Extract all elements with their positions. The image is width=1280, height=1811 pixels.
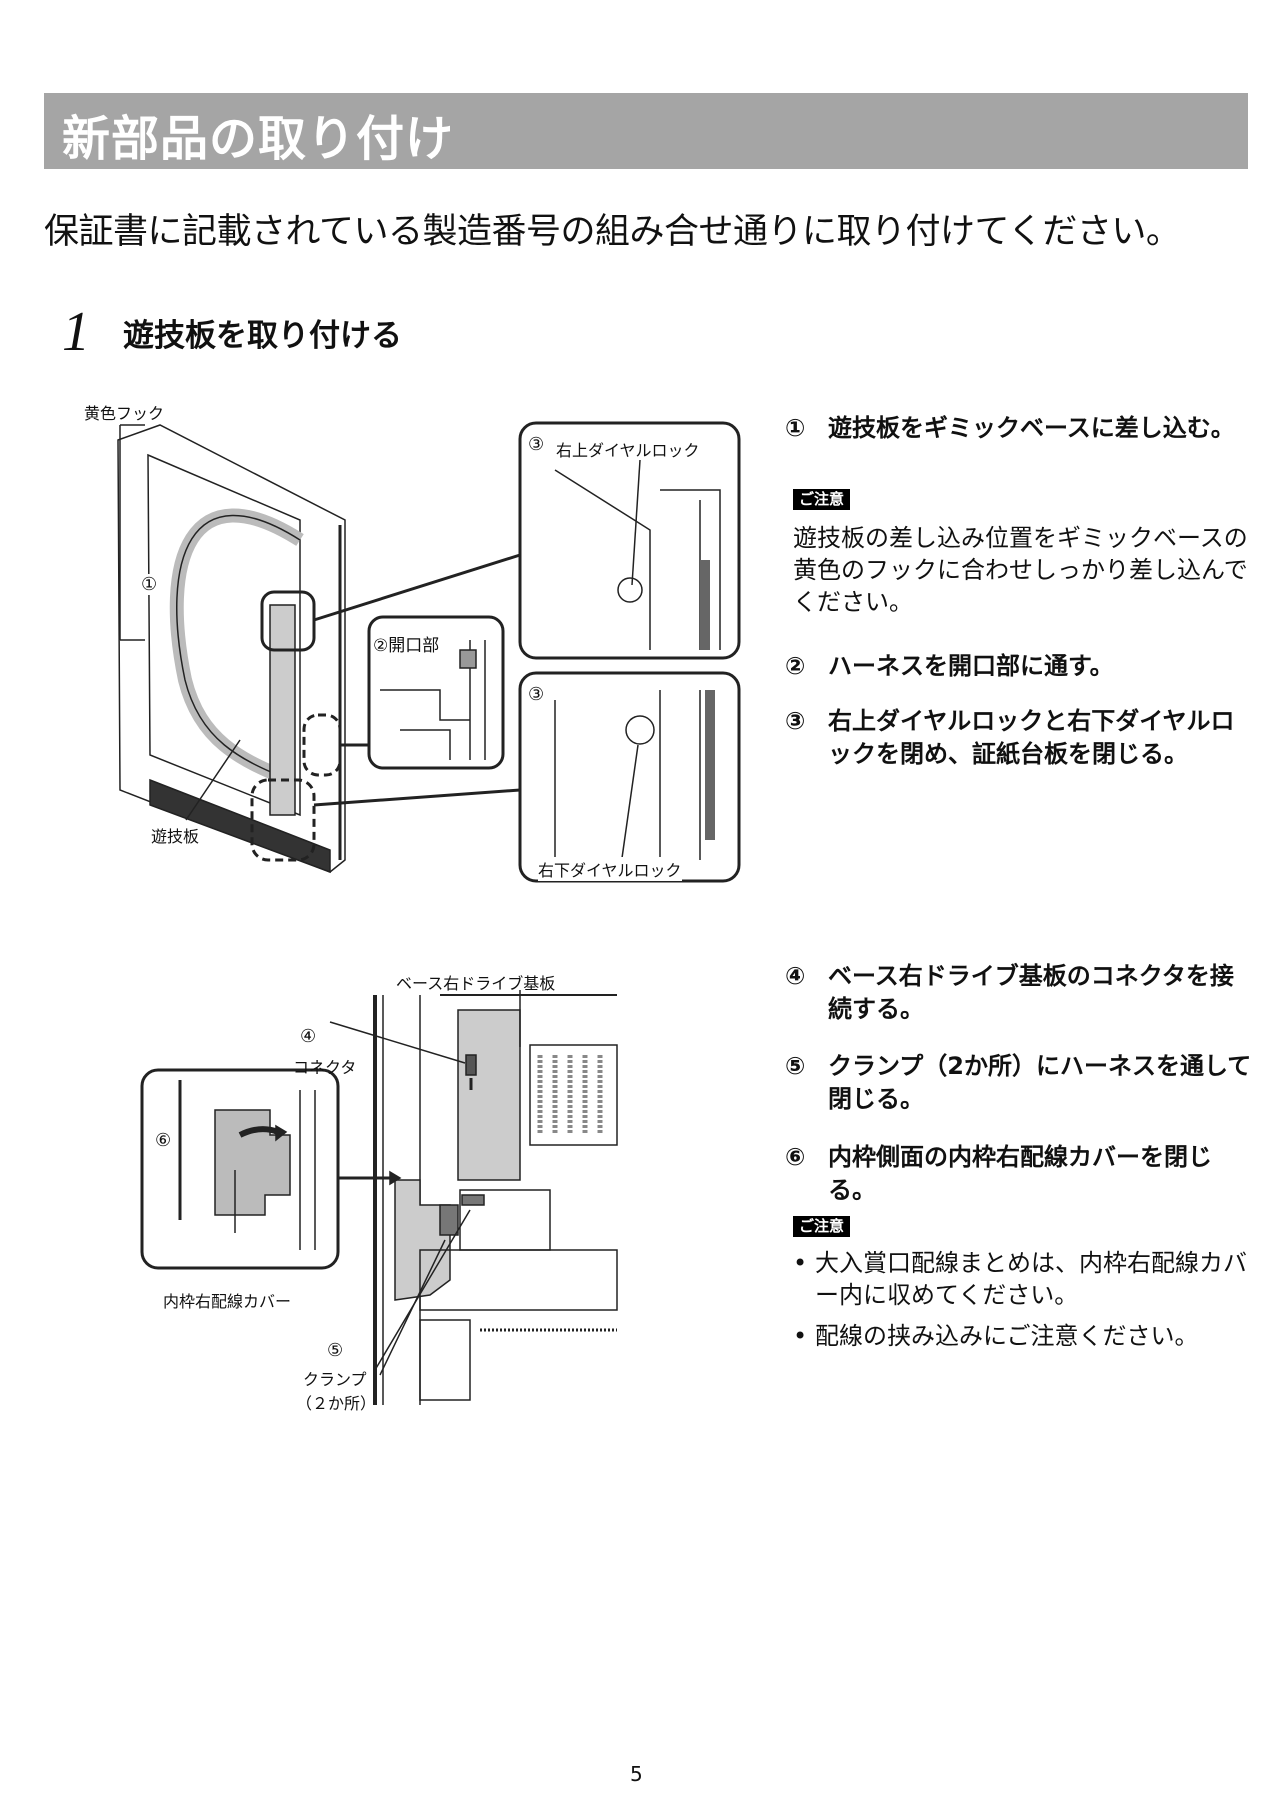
label-game-board: 遊技板 bbox=[151, 827, 200, 846]
label-top-dial-num: ③ bbox=[528, 434, 545, 455]
figure-connector: ベース右ドライブ基板 ④ コネクタ ⑥ 内枠右配線カバー ⑤ クランプ （２か所… bbox=[0, 950, 760, 1420]
label-yellow-hook: 黄色フック bbox=[84, 404, 165, 423]
figure-board-install: 黄色フック ① 遊技板 ②開口部 ③ 右上ダイヤルロック ③ 右下ダイヤルロック bbox=[0, 0, 760, 900]
instructions-block-2: ④ ベース右ドライブ基板のコネクタを接続する。 ⑤ クランプ（2か所）にハーネスを通… bbox=[785, 960, 1255, 1360]
item-number: ③ bbox=[785, 707, 806, 735]
bullet-dot: • bbox=[793, 1249, 808, 1277]
instruction-3: ③ 右上ダイヤルロックと右下ダイヤルロックを閉め、証紙台板を閉じる。 bbox=[785, 705, 1255, 771]
item-text: 右上ダイヤルロックと右下ダイヤルロックを閉め、証紙台板を閉じる。 bbox=[828, 707, 1235, 768]
label-top-right-dial-lock: 右上ダイヤルロック bbox=[556, 441, 700, 460]
instructions-block-1: ① 遊技板をギミックベースに差し込む。 ご注意 遊技板の差し込み位置をギミックベー… bbox=[785, 412, 1255, 792]
bullet-text: 配線の挟み込みにご注意ください。 bbox=[815, 1322, 1199, 1350]
item-text: 内枠側面の内枠右配線カバーを閉じる。 bbox=[828, 1143, 1212, 1204]
step-number: 1 bbox=[62, 301, 90, 363]
instruction-4: ④ ベース右ドライブ基板のコネクタを接続する。 bbox=[785, 960, 1255, 1026]
label-wiring-cover: 内枠右配線カバー bbox=[163, 1292, 292, 1311]
item-text: クランプ（2か所）にハーネスを通して閉じる。 bbox=[828, 1052, 1252, 1113]
instruction-5: ⑤ クランプ（2か所）にハーネスを通して閉じる。 bbox=[785, 1050, 1255, 1116]
item-number: ⑥ bbox=[785, 1143, 806, 1171]
caution-bullet: •配線の挟み込みにご注意ください。 bbox=[793, 1320, 1253, 1352]
item-text: ベース右ドライブ基板のコネクタを接続する。 bbox=[828, 962, 1234, 1023]
item-number: ④ bbox=[785, 962, 806, 990]
item-text: 遊技板をギミックベースに差し込む。 bbox=[828, 414, 1235, 442]
caution-badge: ご注意 bbox=[793, 1216, 851, 1237]
label-connector: コネクタ bbox=[293, 1058, 357, 1077]
section-title: 新部品の取り付け bbox=[62, 111, 455, 167]
item-number: ① bbox=[785, 414, 806, 442]
instruction-1: ① 遊技板をギミックベースに差し込む。 bbox=[785, 412, 1255, 445]
label-connector-num: ④ bbox=[300, 1026, 317, 1047]
bullet-text: 大入賞口配線まとめは、内枠右配線カバー内に収めてください。 bbox=[815, 1249, 1247, 1309]
bullet-dot: • bbox=[793, 1322, 808, 1350]
connector-illustration bbox=[140, 990, 618, 1405]
intro-text: 保証書に記載されている製造番号の組み合せ通りに取り付けてください。 bbox=[44, 212, 1181, 252]
item-text: ハーネスを開口部に通す。 bbox=[828, 652, 1114, 680]
board-install-illustration bbox=[117, 421, 741, 883]
item-number: ⑤ bbox=[785, 1052, 806, 1080]
section-header: 新部品の取り付け bbox=[44, 93, 1248, 169]
label-cover-num: ⑥ bbox=[155, 1130, 172, 1151]
caution-bullet: •大入賞口配線まとめは、内枠右配線カバー内に収めてください。 bbox=[793, 1247, 1253, 1311]
label-drive-board: ベース右ドライブ基板 bbox=[396, 974, 556, 993]
item-number: ② bbox=[785, 652, 806, 680]
instruction-2: ② ハーネスを開口部に通す。 bbox=[785, 650, 1255, 683]
label-clamp-num: ⑤ bbox=[327, 1340, 344, 1361]
label-clamp-count: （２か所） bbox=[296, 1394, 377, 1413]
label-bottom-right-dial-lock: 右下ダイヤルロック bbox=[538, 857, 682, 881]
label-clamp: クランプ bbox=[303, 1370, 367, 1389]
label-circle-1: ① bbox=[141, 574, 158, 595]
instruction-6: ⑥ 内枠側面の内枠右配線カバーを閉じる。 bbox=[785, 1141, 1255, 1207]
label-opening: ②開口部 bbox=[373, 636, 440, 656]
page-number: 5 bbox=[630, 1762, 643, 1786]
caution-badge: ご注意 bbox=[793, 489, 851, 510]
label-bottom-dial-num: ③ bbox=[528, 684, 545, 705]
caution-text: 遊技板の差し込み位置をギミックベースの黄色のフックに合わせしっかり差し込んでくだ… bbox=[793, 524, 1248, 616]
step-heading: 遊技板を取り付ける bbox=[123, 318, 402, 354]
